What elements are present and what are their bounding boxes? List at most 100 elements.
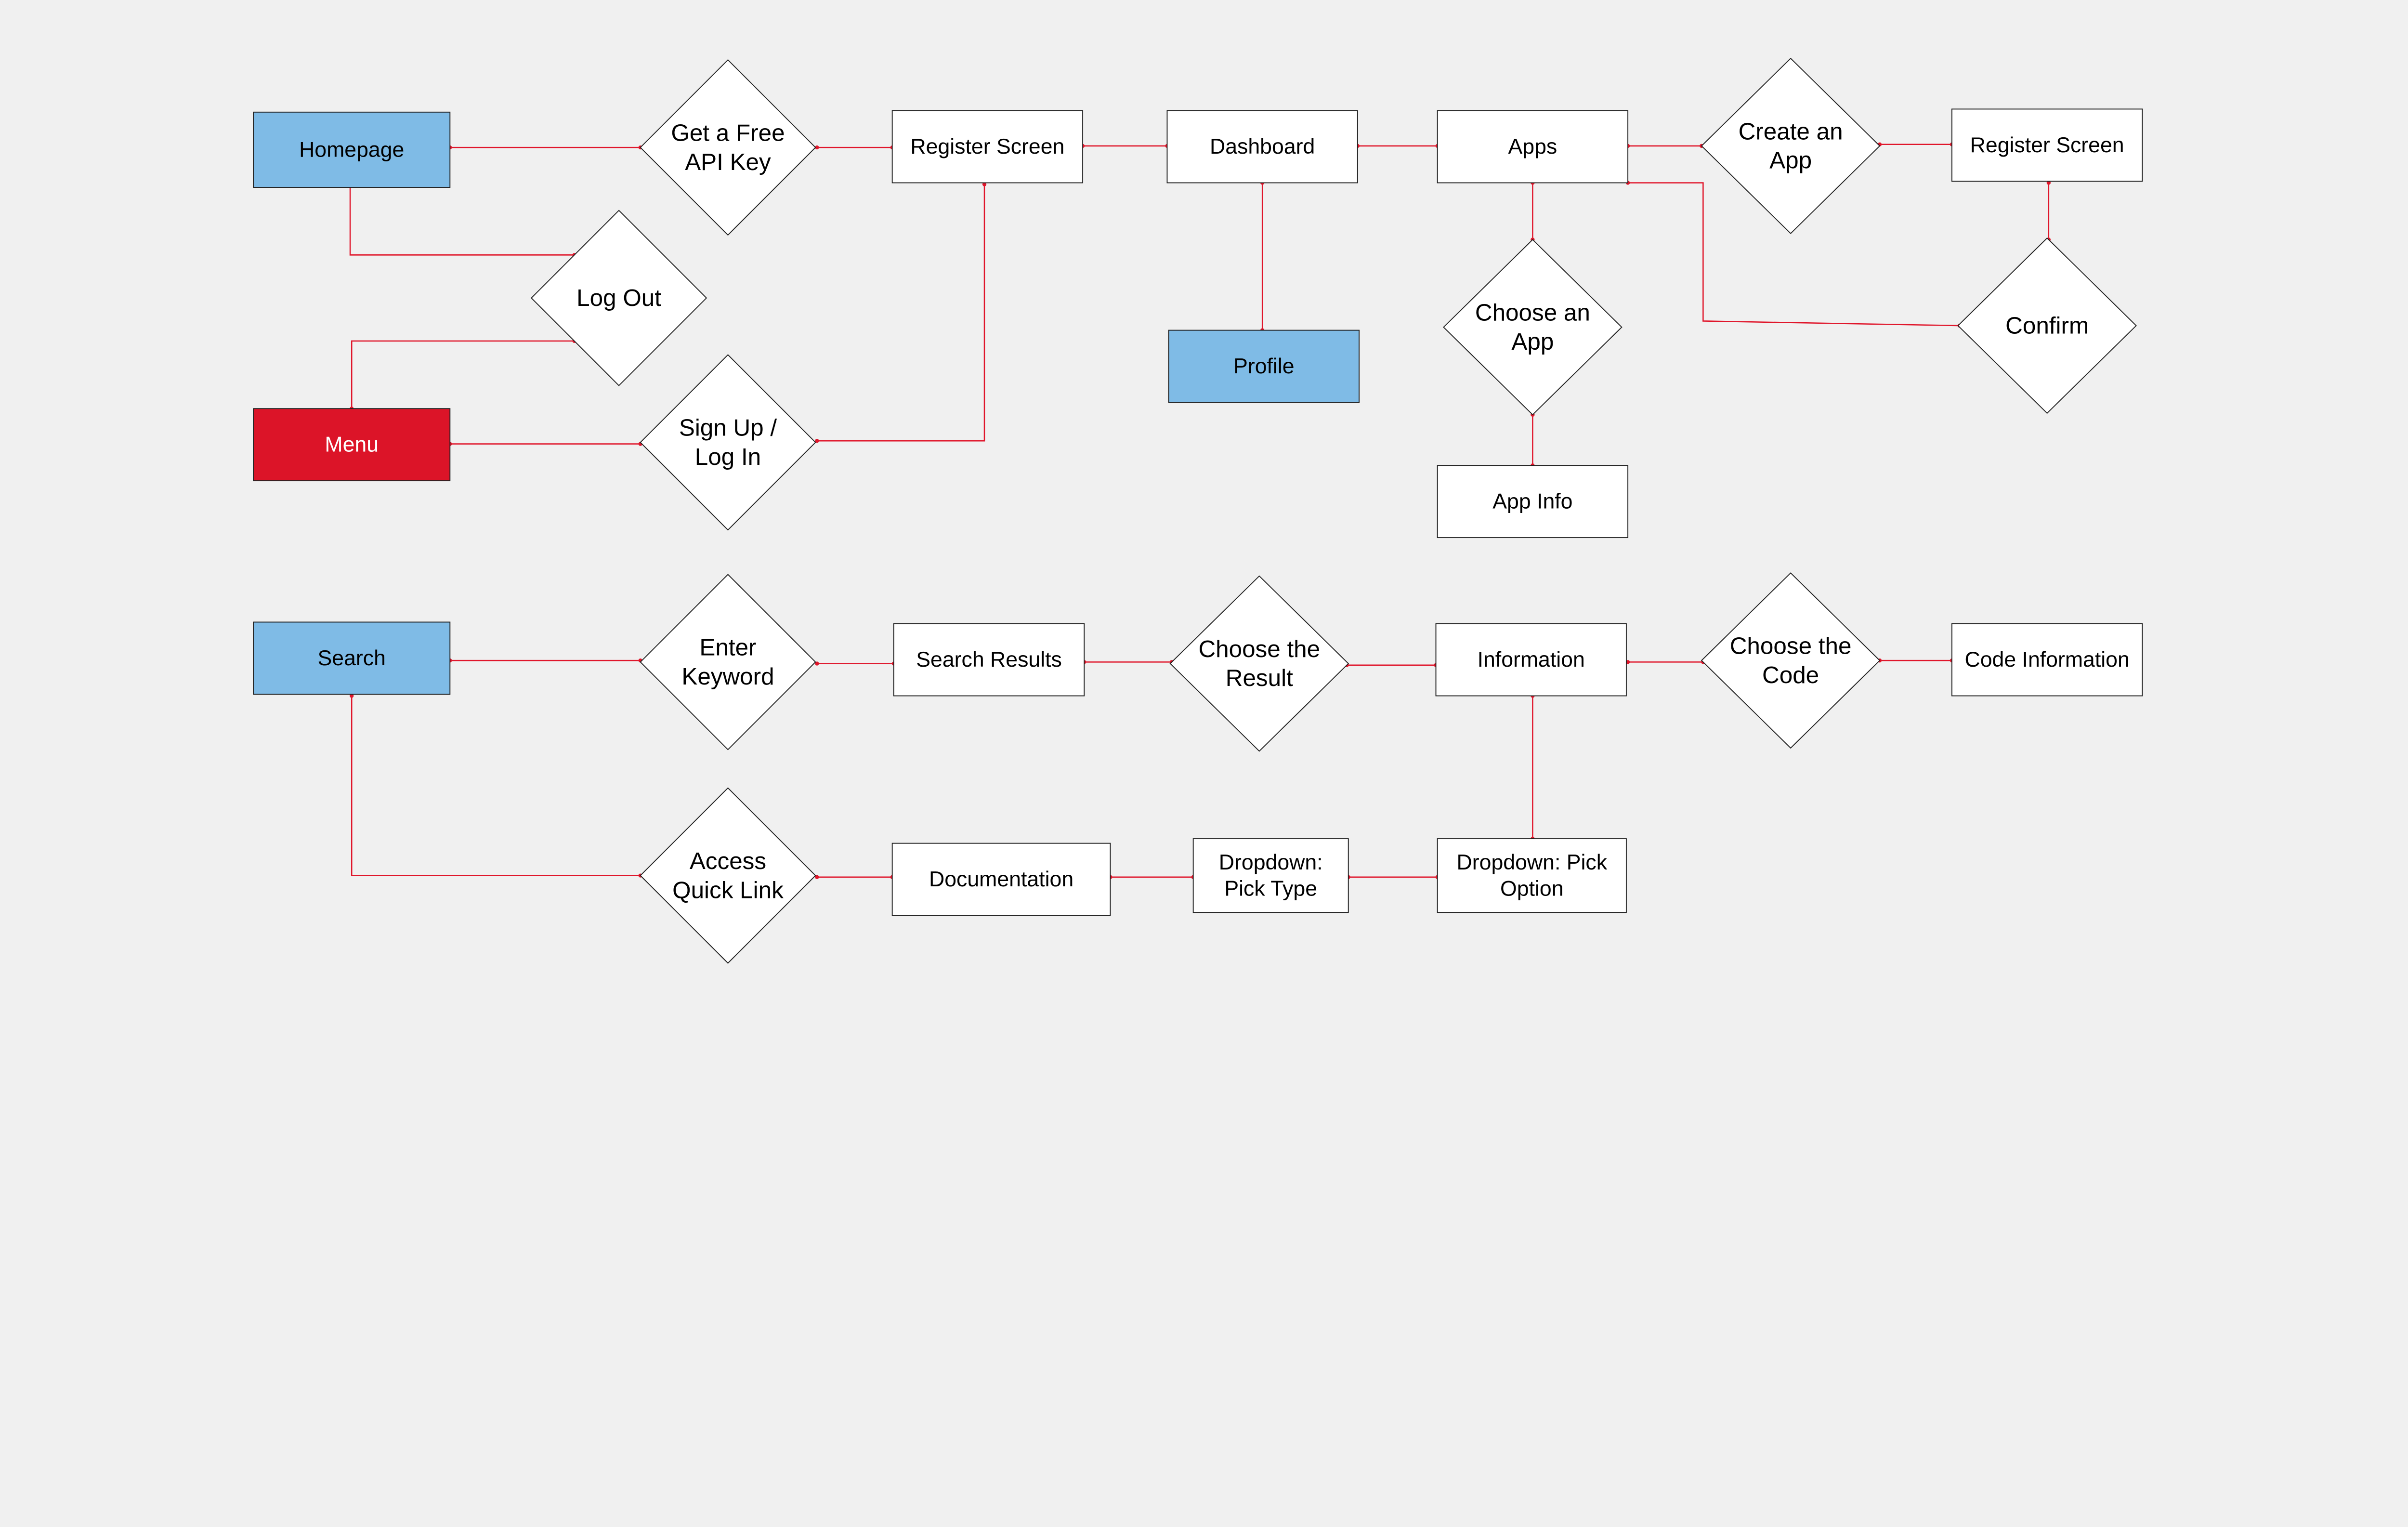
connector-endpoint [982,182,987,186]
connector-endpoint [1625,660,1630,664]
process-box [1437,838,1627,913]
node-label: API Key [685,149,771,175]
node-label: Access [690,848,766,874]
node-label: Get a Free [671,119,785,146]
node-label: Result [1226,665,1293,691]
node-label: Enter [699,634,756,661]
process-box [1951,108,2143,182]
connector-endpoint [350,694,354,698]
node-documentation[interactable]: Documentation [891,842,1111,916]
node-label: Choose the [1730,633,1852,659]
node-label: Profile [1233,355,1294,378]
node-label: Dashboard [1210,135,1315,158]
node-homepage[interactable]: Homepage [253,111,451,188]
connectors [348,142,2051,879]
node-label: Keyword [681,663,774,690]
decision-diamond [1443,239,1623,416]
node-label: Information [1478,648,1585,671]
connector-line [1628,182,1960,327]
node-search-results[interactable]: Search Results [893,623,1085,697]
process-box [1435,623,1627,697]
node-label: Code [1762,662,1819,688]
node-label: Homepage [299,138,404,161]
node-label: Log Out [576,285,661,311]
node-register-screen-1[interactable]: Register Screen [891,110,1084,184]
node-confirm[interactable]: Confirm [1957,237,2137,414]
node-apps[interactable]: Apps [1437,110,1629,184]
node-label: Documentation [929,868,1073,891]
node-label: Sign Up / [679,415,777,441]
connector-endpoint [815,439,819,443]
node-dropdown-type[interactable]: Dropdown: Pick Type [1192,838,1349,913]
node-label: Choose the [1198,636,1320,662]
decision-diamond [1957,237,2137,414]
node-label: Pick Type [1224,877,1317,900]
node-register-screen-2[interactable]: Register Screen [1951,108,2143,182]
decision-diamond [1701,572,1881,749]
node-label: Register Screen [1970,133,2124,157]
process-box [1192,838,1349,913]
node-log-out[interactable]: Log Out [530,210,707,386]
connector-line [351,696,641,876]
decision-diamond [1169,575,1349,752]
node-label: Dropdown: [1219,851,1323,874]
node-label: Log In [695,444,761,470]
process-box [253,111,451,188]
process-box [1166,110,1358,184]
decision-diamond [640,787,816,964]
decision-diamond [640,354,816,531]
node-sign-up[interactable]: Sign Up / Log In [640,354,816,531]
node-label: Option [1500,877,1563,900]
node-label: Choose an [1475,300,1590,326]
node-label: Code Information [1964,648,2129,671]
process-box [891,110,1084,184]
process-box [253,408,451,482]
node-code-information[interactable]: Code Information [1951,623,2143,697]
node-label: Menu [325,433,379,457]
connector-sign-up-to-register-screen-1 [815,182,987,443]
node-label: Create an [1739,118,1843,145]
node-label: Dropdown: Pick [1457,851,1608,874]
node-label: Search Results [916,648,1062,671]
process-box [891,842,1111,916]
connector-endpoint [815,875,819,879]
node-search[interactable]: Search [253,621,451,695]
connector-line [817,184,985,442]
decision-diamond [640,59,816,236]
process-box [253,621,451,695]
decision-diamond [530,210,707,386]
connector-endpoint [2046,181,2051,185]
node-profile[interactable]: Profile [1168,329,1360,403]
connector-endpoint [815,145,819,150]
node-label: App Info [1492,490,1572,513]
process-box [1437,465,1629,539]
process-box [1951,623,2143,697]
process-box [1437,110,1629,184]
process-box [893,623,1085,697]
node-label: Apps [1508,135,1557,158]
decision-diamond [640,574,816,750]
node-label: App [1769,147,1812,174]
node-menu[interactable]: Menu [253,408,451,482]
node-dashboard[interactable]: Dashboard [1166,110,1358,184]
connector-line [351,340,575,409]
node-information[interactable]: Information [1435,623,1627,697]
connector-endpoint [815,661,819,666]
process-box [1168,329,1360,403]
node-app-info[interactable]: App Info [1437,465,1629,539]
node-label: Register Screen [910,135,1064,158]
node-label: Quick Link [672,877,784,903]
decision-diamond [1701,57,1881,235]
connector-line [349,184,575,256]
node-label: Search [318,646,386,670]
